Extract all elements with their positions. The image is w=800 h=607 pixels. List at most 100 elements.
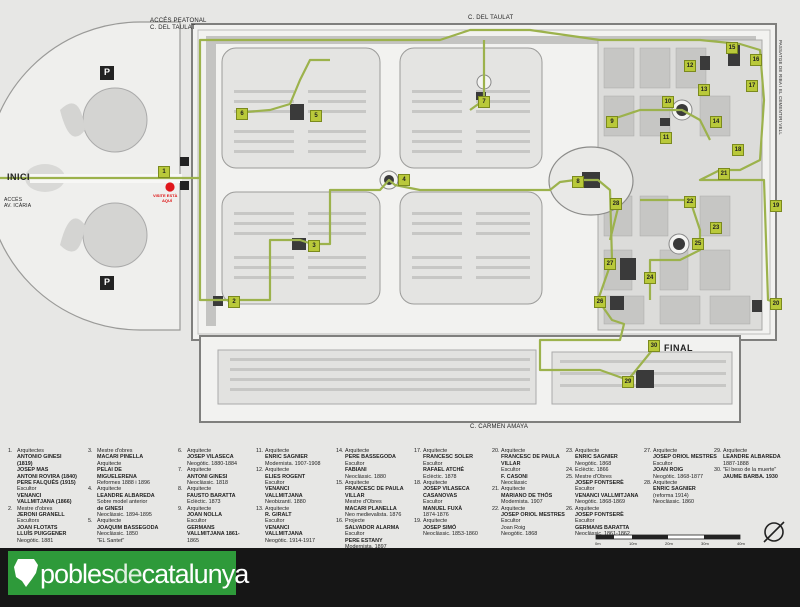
legend-line: (reforma 1914) (653, 492, 689, 499)
poi-marker-14: 14 (710, 116, 722, 128)
legend-number: 8. (178, 486, 183, 493)
toilet-icon (180, 157, 189, 166)
access-label: ACCÉS (4, 197, 23, 203)
legend-number: 12. (256, 467, 264, 474)
legend-line: Mestre d'obres (17, 505, 53, 512)
poi-marker-9: 9 (606, 116, 618, 128)
legend-line: Neobizantí. 1880 (265, 499, 306, 506)
legend-line: Neoclàssic. 1853-1860 (423, 531, 478, 538)
tour-route (0, 176, 655, 382)
legend-line: Arquitecte (187, 486, 212, 493)
poi-marker-19: 19 (770, 200, 782, 212)
legend-line: Neogòtic. 1868-1877 (653, 473, 704, 480)
poi-marker-21: 21 (718, 168, 730, 180)
poi-marker-22: 22 (684, 196, 696, 208)
legend-entry: 24.Eclèctic. 1866 (566, 467, 638, 473)
legend-number: 27. (644, 448, 652, 454)
legend-line: Escultors (17, 518, 40, 525)
legend-line: LLUÍS PUIGGENER (17, 531, 67, 538)
street-label: PASSATGE DE RIBA I EL CEMENTIRI VELL (778, 40, 783, 135)
legend-line: VALLMITJANA (265, 492, 303, 499)
legend-number: 7. (178, 467, 183, 474)
poi-marker-1: 1 (158, 166, 170, 178)
legend-line: Escultor (575, 486, 595, 493)
legend-number: 16. (336, 518, 344, 525)
legend-line: Arquitecte (501, 505, 526, 512)
legend-line: FRANCESC DE PAULA (501, 454, 560, 461)
legend-line: JOAN FLOTATS (17, 524, 58, 531)
legend-line: Arquitectes (17, 448, 44, 454)
legend-line: GERMANS (187, 524, 215, 531)
you-are-here-label: VISITE ESTÀ (153, 193, 178, 198)
scale-label: 20m (665, 541, 673, 546)
forecourt-circle (82, 87, 148, 153)
legend-line: Arquitecte (653, 480, 678, 487)
legend-number: 19. (414, 518, 422, 525)
you-are-here-marker (165, 182, 175, 192)
legend-line: 1865 (187, 537, 199, 544)
legend-line: PERE FALQUÉS (1915) (17, 480, 76, 487)
legend-line: Modernista. 1907 (501, 499, 543, 506)
legend-line: JOSEP VILASECA (187, 454, 234, 461)
legend-line: Arquitecte (265, 467, 290, 474)
poi-marker-30: 30 (648, 340, 660, 352)
legend-line: Modernista. 1907-1908 (265, 460, 321, 467)
legend-line: Arquitecte (423, 448, 448, 454)
legend-line: Eclèctic. 1873 (187, 499, 221, 506)
legend-number: 25. (566, 473, 574, 480)
legend-line: R. GIRALT (265, 512, 292, 519)
legend-line: JERONI GRANELL (17, 512, 65, 519)
legend-line: MIGUELERENA (97, 473, 137, 480)
legend-line: VENANCI (265, 486, 290, 493)
poi-marker-12: 12 (684, 60, 696, 72)
legend-line: (1819) (17, 460, 33, 467)
legend-line: MACARI PINELLA (97, 454, 144, 461)
legend-entry: 30."El beso de la muerte"JAUME BARBA. 19… (714, 467, 781, 480)
legend-line: 1874-1876 (423, 512, 449, 519)
legend-line: JOSEP FONTSERÈ (575, 480, 624, 487)
legend-line: CASANOVAS (423, 492, 458, 499)
legend-line: Arquitecte (345, 480, 370, 487)
legend-number: 14. (336, 448, 344, 454)
legend-line: VALLMITJANA (1866) (17, 499, 72, 506)
scale-label: 10m (629, 541, 637, 546)
legend-line: Neogòtic. 1868 (575, 460, 612, 467)
legend-line: Escultor (187, 518, 207, 525)
street-label: C. CARMEN AMAYA (470, 424, 529, 430)
poi-marker-4: 4 (398, 174, 410, 186)
poi-marker-25: 25 (692, 238, 704, 250)
legend-number: 13. (256, 505, 264, 512)
legend-line: Arquitecte (97, 486, 122, 493)
legend-number: 24. (566, 467, 574, 474)
legend-line: Sobre model anterior (97, 499, 148, 506)
legend-line: VENANCI (17, 492, 42, 499)
legend-line: Escultor (345, 460, 365, 467)
legend-line: "El beso de la muerte" (723, 467, 777, 474)
legend-line: Arquitecte (265, 448, 290, 454)
poi-marker-10: 10 (662, 96, 674, 108)
scale-label: 30m (701, 541, 709, 546)
legend-line: Arquitecte (501, 486, 526, 493)
parking-letter: P (104, 277, 111, 287)
parking-sign (100, 66, 114, 80)
poi-marker-8: 8 (572, 176, 584, 188)
legend-line: Arquitecte (265, 505, 290, 512)
legend-line: Neogòtic. 1880-1884 (187, 460, 238, 467)
legend-line: Arquitecte (501, 448, 526, 454)
